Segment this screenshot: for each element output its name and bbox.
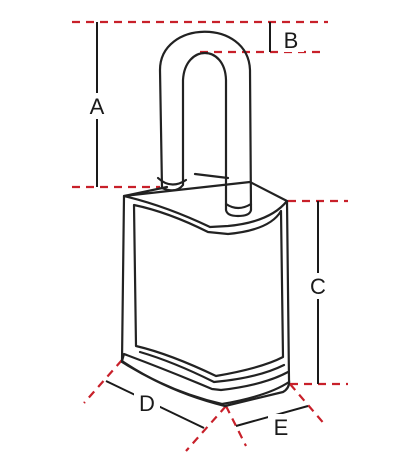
- body-top-face: [122, 172, 289, 229]
- label-c: C: [310, 274, 326, 299]
- dimension-labels: A B C D E: [85, 26, 331, 440]
- extension-line-e-left: [225, 405, 247, 447]
- padlock-icon: [120, 30, 291, 408]
- body-bottom-band: [120, 352, 290, 392]
- body-front-panel: [132, 203, 285, 378]
- extension-line-d-left: [83, 359, 123, 404]
- label-b: B: [284, 28, 299, 53]
- body-front-panel-edge: [138, 350, 286, 384]
- label-d: D: [139, 391, 155, 416]
- body-bottom-edge: [120, 360, 291, 406]
- label-e: E: [274, 415, 289, 440]
- body-outline: [120, 194, 291, 408]
- shackle-collar-left: [156, 176, 188, 186]
- label-a: A: [90, 94, 105, 119]
- shackle: [158, 30, 253, 218]
- extension-line-e-right: [289, 383, 327, 427]
- extension-line-d-right: [185, 405, 227, 452]
- extension-lines: [72, 20, 348, 452]
- shackle-collar-right: [224, 202, 253, 210]
